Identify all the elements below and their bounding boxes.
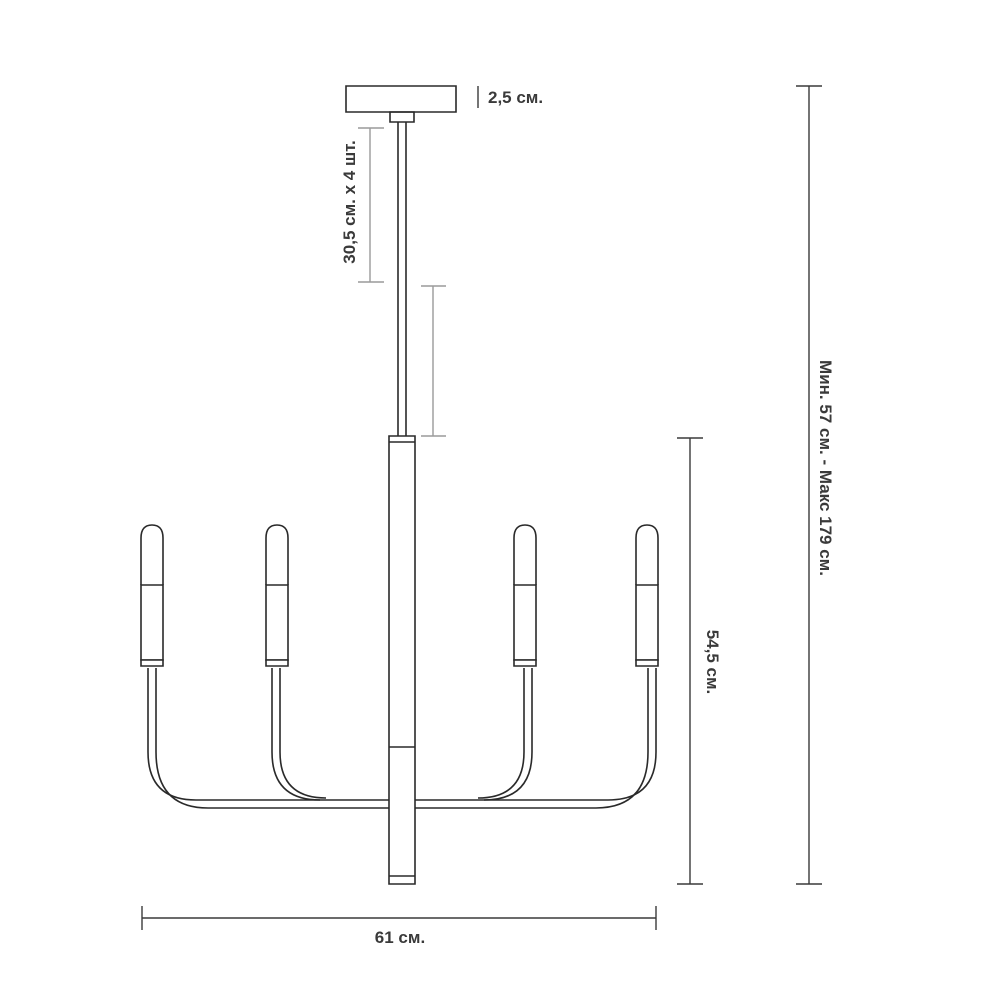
width-label: 61 см. bbox=[375, 928, 425, 947]
body-height-label: 54,5 см. bbox=[703, 630, 722, 695]
chandelier-arms bbox=[148, 668, 656, 808]
arm-inner-right-inner bbox=[478, 668, 524, 798]
rod-segments-label: 30,5 см. x 4 шт. bbox=[340, 140, 359, 263]
body-height-dimension bbox=[677, 438, 703, 884]
arm-inner-left bbox=[272, 668, 320, 800]
lamp-socket-4 bbox=[636, 585, 658, 660]
lamp-2 bbox=[266, 525, 288, 666]
arm-outer-right-inner bbox=[415, 668, 648, 808]
central-column bbox=[389, 436, 415, 884]
total-height-label: Мин. 57 см. - Макс 179 см. bbox=[816, 360, 835, 576]
canopy-neck bbox=[390, 112, 414, 122]
lamp-socket-2 bbox=[266, 585, 288, 660]
suspension-rod bbox=[398, 122, 406, 436]
width-dimension bbox=[142, 906, 656, 930]
arm-outer-left-inner bbox=[156, 668, 389, 808]
arm-inner-left-inner bbox=[280, 668, 326, 798]
arm-outer-right bbox=[415, 668, 656, 800]
bulb-4 bbox=[636, 525, 658, 585]
bulb-1 bbox=[141, 525, 163, 585]
lamp-3 bbox=[514, 525, 536, 666]
total-height-dimension bbox=[796, 86, 822, 884]
arm-inner-right bbox=[484, 668, 532, 800]
arm-outer-left bbox=[148, 668, 389, 800]
lamp-ring-1 bbox=[141, 660, 163, 666]
dimension-lines bbox=[142, 86, 822, 930]
lamp-ring-2 bbox=[266, 660, 288, 666]
canopy-height-label: 2,5 см. bbox=[488, 88, 543, 107]
lamp-ring-3 bbox=[514, 660, 536, 666]
bulb-3 bbox=[514, 525, 536, 585]
bulb-2 bbox=[266, 525, 288, 585]
chandelier-fixture bbox=[141, 86, 658, 884]
ceiling-canopy bbox=[346, 86, 456, 112]
lamp-ring-4 bbox=[636, 660, 658, 666]
lamp-1 bbox=[141, 525, 163, 666]
rod-segment-dimension bbox=[358, 128, 384, 282]
lamp-socket-1 bbox=[141, 585, 163, 660]
lamp-socket-3 bbox=[514, 585, 536, 660]
rod-segment-dimension-2 bbox=[421, 286, 446, 436]
lamp-4 bbox=[636, 525, 658, 666]
